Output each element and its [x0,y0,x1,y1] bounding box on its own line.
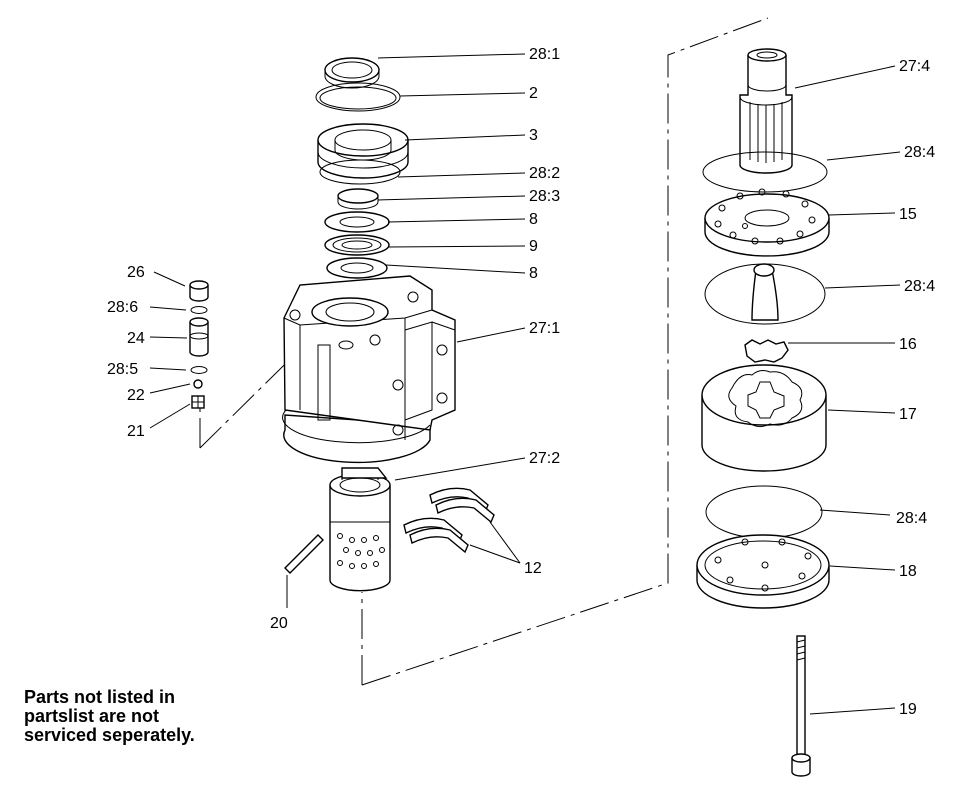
callout-label: 8 [529,265,538,282]
left-assembly [189,57,495,592]
part-star-rotor [744,339,789,363]
callout-label: 15 [899,206,917,223]
part-washer-upper [324,211,390,233]
callout-label: 28:4 [904,144,935,161]
callout-label: 19 [899,701,917,718]
part-spool-sleeve [329,467,391,592]
service-note-line: Parts not listed in [24,687,176,707]
part-seal-3 [337,188,379,210]
part-o-ring-2 [319,159,401,185]
right-assembly [696,48,830,777]
part-snap-ring [315,82,401,112]
callout-label: 9 [529,238,538,255]
part-gland [317,123,409,179]
leader-lines [149,53,901,715]
callout-label: 21 [127,423,145,440]
callout-label: 24 [127,330,145,347]
callout-label: 20 [270,615,288,632]
part-washer-lower [326,257,388,279]
part-o-ring-4c [705,485,823,539]
callout-label: 22 [127,387,145,404]
part-thrust-bearing [324,234,390,256]
part-drive-shaft [739,48,793,174]
callout-label: 27:1 [529,320,560,337]
part-centering-springs [403,487,495,554]
callout-label: 18 [899,563,917,580]
part-seal-ring-top [324,57,380,89]
callout-label: 28:1 [529,46,560,63]
callout-label: 27:2 [529,450,560,467]
callout-label: 28:4 [904,278,935,295]
callout-label: 12 [524,560,542,577]
part-gerotor-ring [701,364,827,472]
callout-labels: 28:1 2 3 28:2 28:3 8 9 8 27:1 26 28:6 24… [107,46,935,718]
part-cap-bolt [791,635,811,777]
service-note-line: partslist are not [24,706,160,726]
assembly-path-lines [199,17,769,686]
part-spacer-plate [704,188,830,257]
part-housing [282,275,456,464]
callout-label: 26 [127,264,145,281]
callout-label: 28:3 [529,188,560,205]
service-note-line: serviced seperately. [24,725,195,745]
callout-label: 2 [529,85,538,102]
part-relief-valve-stack [189,280,209,409]
callout-label: 28:4 [896,510,927,527]
callout-label: 17 [899,406,917,423]
callout-label: 8 [529,211,538,228]
part-end-cap [696,534,830,609]
callout-label: 28:6 [107,299,138,316]
callout-label: 28:5 [107,361,138,378]
callout-label: 28:2 [529,165,560,182]
callout-label: 27:4 [899,58,930,75]
service-note: Parts not listed in partslist are not se… [24,688,195,745]
part-pin [284,534,324,574]
part-drive-link [751,263,779,321]
callout-label: 3 [529,127,538,144]
callout-label: 16 [899,336,917,353]
